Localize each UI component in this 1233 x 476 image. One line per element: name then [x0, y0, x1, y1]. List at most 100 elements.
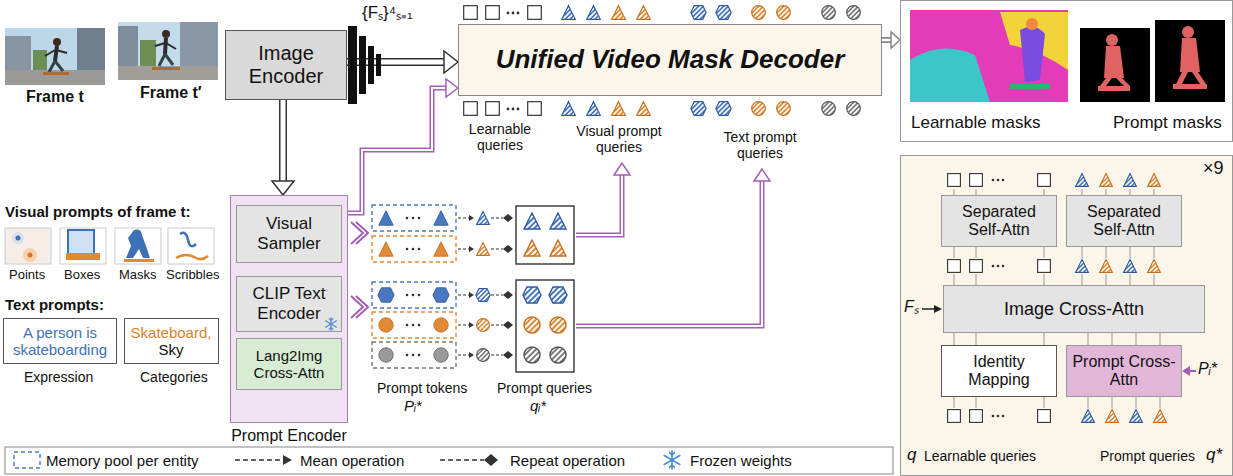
query-row: [1002, 415, 1005, 418]
mask-image: [1180, 38, 1200, 72]
prompt-thumbnail: [16, 236, 21, 241]
memory-pool: [372, 205, 456, 368]
query-row: [512, 12, 515, 15]
mask-image: [1020, 27, 1045, 82]
frame-image: [5, 28, 105, 85]
query-row: [822, 6, 836, 20]
prompt-thumbnail: [115, 228, 161, 264]
query-row: [822, 102, 836, 116]
flow-line: [1154, 247, 1155, 258]
legend-frame: [440, 459, 484, 460]
query-row: [587, 6, 601, 20]
query-row: [752, 102, 766, 116]
connector: [446, 79, 458, 97]
mean-repeat-arrows: [477, 212, 490, 225]
query-row: [528, 6, 542, 20]
prompt-query-box: [550, 213, 566, 229]
query-row: [691, 6, 706, 20]
mean-repeat-arrows: [477, 319, 490, 332]
connector: [342, 79, 458, 213]
text-label: Visual prompts of frame t:: [5, 203, 191, 220]
mask-image: [1098, 86, 1130, 91]
attention-box: Separated Self-Attn: [941, 195, 1057, 247]
frame-image: [43, 72, 69, 75]
prompt-token: [406, 217, 409, 220]
prompt-token: [379, 348, 393, 362]
frame-image: [162, 30, 170, 38]
prompt-token: [412, 354, 415, 357]
query-row: [512, 108, 515, 111]
text-label: Prompt tokens: [377, 380, 467, 396]
text-label: {Fₛ}⁴ₛ₌₁: [362, 3, 413, 23]
node-text: Lang2Img Cross-Attn: [241, 347, 337, 382]
node-text: ×9: [1203, 158, 1224, 179]
mean-repeat-arrows: [458, 354, 470, 355]
identity-box: Identity Mapping: [941, 345, 1057, 397]
prompt-query-box: [549, 287, 567, 303]
flow-line: [954, 397, 955, 408]
flow-line: [1044, 274, 1045, 285]
query-row: [752, 6, 766, 20]
flow-line: [1082, 274, 1083, 285]
prompt-thumbnail: [66, 253, 100, 260]
prompt-query-box: [516, 206, 574, 264]
query-row: [691, 102, 706, 116]
text-label: q*: [1206, 445, 1222, 465]
flow-line: [1082, 247, 1083, 258]
prompt-thumbnail: [5, 228, 51, 264]
query-row: [1038, 174, 1051, 187]
mean-repeat-arrows: [503, 214, 513, 222]
legend-frame: [5, 447, 893, 474]
query-row: [637, 6, 651, 20]
text-label: q: [907, 445, 916, 465]
node-text: Separated Self-Attn: [946, 203, 1052, 240]
connector: [342, 88, 447, 213]
query-row: [1100, 174, 1113, 187]
flow-line: [976, 274, 977, 285]
prompt-thumbnail: [28, 253, 33, 258]
query-row: [948, 174, 961, 187]
frame-image: [118, 22, 218, 80]
frame-image: [5, 28, 105, 85]
query-row: [1002, 179, 1005, 182]
prompt-token: [406, 324, 409, 327]
text-label: Frame t′: [140, 84, 202, 102]
flow-line: [976, 247, 977, 258]
prompt-token: [406, 248, 409, 251]
prompt-token: [434, 318, 448, 332]
text-label: qᵢ*: [530, 397, 546, 414]
text-label: Expression: [24, 369, 93, 385]
frame-image: [45, 50, 55, 56]
prompt-token: [433, 288, 449, 302]
query-row: [507, 108, 510, 111]
prompt-token: [418, 294, 421, 297]
frame-image: [5, 70, 105, 85]
process-box: Visual Sampler: [236, 205, 342, 263]
prompt-token: [406, 217, 421, 357]
chevron: [356, 222, 368, 244]
text-label: Fₛ: [904, 298, 919, 316]
query-row: [992, 265, 995, 268]
mean-repeat-arrows: [491, 217, 503, 218]
legend-frame: [484, 454, 498, 466]
prompt-query-box: [524, 347, 540, 363]
chevron: [351, 222, 368, 318]
legend-frame: [14, 452, 40, 468]
flow-line: [1106, 274, 1107, 285]
query-row: [637, 102, 651, 116]
flow-line: [1136, 333, 1137, 345]
prompt-token: [418, 354, 421, 357]
attention-box: Image Cross-Attn: [943, 285, 1205, 333]
mean-repeat-arrows: [503, 291, 513, 299]
process-box: Lang2Img Cross-Attn: [236, 338, 342, 390]
flow-line: [1044, 333, 1045, 345]
text-label: Masks: [119, 268, 157, 283]
query-arrow: [576, 163, 770, 326]
connector: [281, 100, 286, 182]
node-text: Image Encoder: [230, 42, 342, 88]
prompt-query-box: [523, 287, 541, 303]
node-text: Prompt masks: [1113, 113, 1222, 133]
flow-line: [1112, 397, 1113, 408]
frame-image: [165, 54, 173, 65]
query-row: [1124, 174, 1137, 187]
